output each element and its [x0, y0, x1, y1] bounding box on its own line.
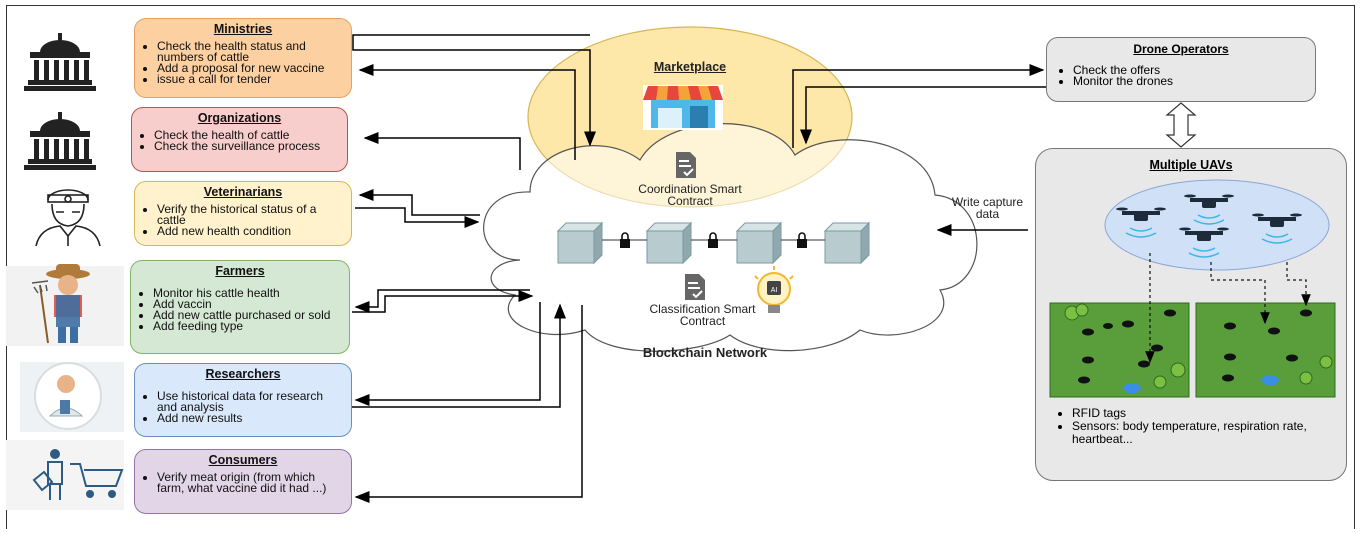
consumers-box: Consumers Verify meat origin (from which…	[134, 449, 352, 514]
organization-building-icon	[24, 112, 96, 170]
contract-document-icon	[685, 274, 705, 300]
drone-operators-item: Monitor the drones	[1073, 75, 1307, 87]
lock-icon	[620, 232, 630, 248]
drone-operators-box: Drone Operators Check the offers Monitor…	[1046, 37, 1316, 102]
farmer-icon	[6, 264, 124, 346]
marketplace-title: Marketplace	[653, 60, 727, 74]
veterinarian-icon	[35, 189, 101, 247]
write-capture-label: Write capture data	[951, 195, 1024, 221]
ministries-title: Ministries	[213, 22, 273, 36]
block-2	[645, 221, 693, 265]
ministries-item: issue a call for tender	[157, 73, 345, 85]
block-chain	[556, 221, 871, 265]
drone-operators-item: Check the offers	[1073, 64, 1307, 76]
block-4	[823, 221, 871, 265]
farmers-item: Monitor his cattle health	[153, 287, 343, 299]
drone-icon	[1116, 207, 1166, 238]
blockchain-network-label: Blockchain Network	[642, 345, 768, 360]
drone-icon	[1184, 194, 1234, 225]
ministry-building-icon	[24, 33, 96, 91]
organizations-item: Check the surveillance process	[154, 140, 341, 152]
ministries-item: Check the health status and numbers of c…	[157, 40, 345, 63]
uav-zone	[1104, 179, 1330, 271]
uavs-item: RFID tags	[1072, 407, 1352, 420]
contract-document-icon	[676, 152, 696, 178]
farmers-title: Farmers	[215, 264, 265, 278]
double-arrow	[1165, 102, 1197, 148]
farmers-item: Add new cattle purchased or sold	[153, 309, 343, 321]
block-3	[735, 221, 783, 265]
drone-icon	[1252, 213, 1302, 244]
uavs-item: Sensors: body temperature, respiration r…	[1072, 420, 1352, 446]
water-pond-icons	[1122, 375, 1280, 393]
consumers-title: Consumers	[208, 453, 278, 467]
connector-arrows	[350, 34, 1046, 503]
lock-icon	[797, 232, 807, 248]
consumers-item: Verify meat origin (from which farm, wha…	[157, 471, 345, 494]
veterinarians-item: Add new health condition	[157, 225, 345, 237]
researchers-item: Add new results	[157, 412, 345, 424]
consumer-shopping-icon	[6, 440, 124, 510]
ministries-box: Ministries Check the health status and n…	[134, 18, 352, 98]
lock-icon	[708, 232, 718, 248]
ministries-item: Add a proposal for new vaccine	[157, 62, 345, 74]
multiple-uavs-title: Multiple UAVs	[1149, 158, 1233, 172]
drone-operators-title: Drone Operators	[1133, 42, 1229, 56]
farmers-box: Farmers Monitor his cattle health Add va…	[130, 260, 350, 354]
coordination-contract-label: Coordination Smart Contract	[638, 182, 742, 208]
veterinarians-title: Veterinarians	[203, 185, 283, 199]
researchers-box: Researchers Use historical data for rese…	[134, 363, 352, 437]
organizations-box: Organizations Check the health of cattle…	[131, 107, 348, 172]
block-1	[556, 221, 604, 265]
shop-icon	[643, 85, 723, 130]
researcher-icon	[20, 362, 124, 432]
researchers-title: Researchers	[205, 367, 281, 381]
classification-contract-label: Classification Smart Contract	[649, 302, 756, 328]
veterinarians-item: Verify the historical status of a cattle	[157, 203, 345, 226]
researchers-item: Use historical data for research and ana…	[157, 390, 345, 413]
tree-icons	[1064, 303, 1333, 389]
farmers-item: Add vaccin	[153, 298, 343, 310]
farmers-item: Add feeding type	[153, 320, 343, 332]
organizations-item: Check the health of cattle	[154, 129, 341, 141]
ai-badge-text: AI	[771, 287, 778, 294]
drone-icon	[1179, 227, 1229, 258]
dashed-drone-links	[1145, 253, 1311, 364]
ai-bulb-icon: AI	[754, 266, 794, 313]
cattle-icons	[1078, 309, 1312, 384]
organizations-title: Organizations	[197, 111, 282, 125]
veterinarians-box: Veterinarians Verify the historical stat…	[134, 181, 352, 246]
